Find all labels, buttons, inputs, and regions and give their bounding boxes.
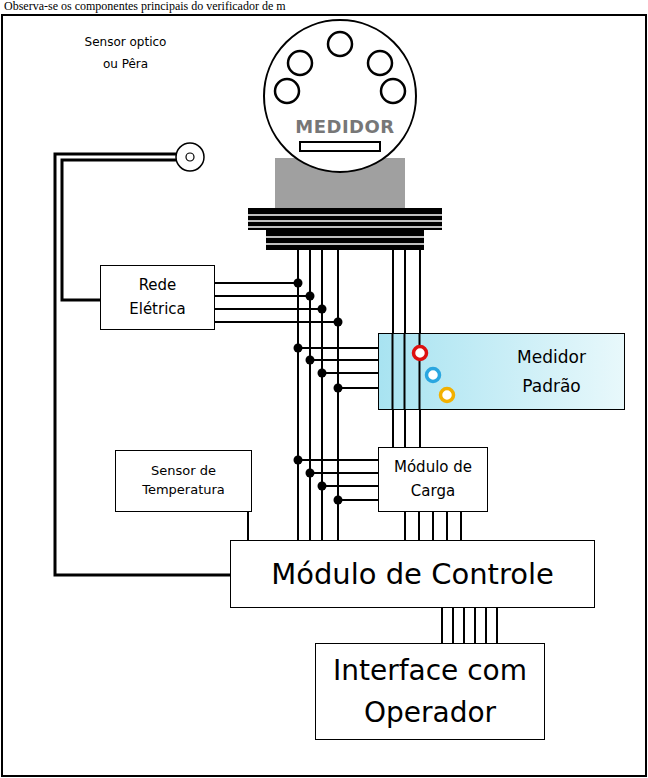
process-box: Rede Elétrica (100, 265, 215, 330)
wire (452, 608, 454, 643)
wire (338, 250, 378, 500)
box-fill (379, 334, 624, 409)
wire (432, 512, 434, 540)
wire (322, 250, 378, 486)
wire (392, 410, 394, 447)
wire (485, 608, 487, 643)
process-box: Módulo de Carga (378, 447, 488, 512)
box-label: Rede Elétrica (129, 274, 186, 321)
process-box: Sensor de Temperatura (115, 450, 252, 512)
meter-base-stripe (248, 243, 442, 245)
control-box: Módulo de Controle (230, 540, 595, 608)
wire-bundle (294, 250, 379, 505)
wire (310, 250, 378, 473)
wire (419, 250, 421, 333)
box-label: Interface com Operador (325, 650, 535, 734)
meter-slot (300, 142, 380, 151)
wire (309, 250, 311, 540)
meter-base-stripe (248, 226, 442, 228)
optical-sensor (176, 143, 204, 171)
wire (404, 410, 406, 447)
wire (496, 608, 498, 643)
wire (310, 250, 378, 360)
wire (474, 608, 476, 643)
meter-dial (288, 51, 312, 75)
wire (392, 250, 394, 333)
meter-base-stripe (248, 214, 442, 216)
wire-bundle (215, 250, 343, 327)
reference-meter-drawing (379, 334, 624, 409)
wire (215, 250, 298, 283)
wire (338, 250, 378, 388)
wire (337, 250, 339, 540)
wire (441, 608, 443, 643)
box-label: Sensor de Temperatura (136, 462, 231, 500)
meter-dial (368, 51, 392, 75)
wire (321, 250, 323, 540)
wire (419, 410, 421, 447)
meter-base (248, 208, 442, 230)
wire (418, 512, 420, 540)
meter-face (264, 20, 416, 172)
meter-brand: MEDIDOR (248, 116, 442, 139)
box-label: Módulo de Controle (271, 557, 554, 592)
wire (215, 250, 338, 322)
optical-sensor-lens (186, 153, 194, 161)
through-wire (392, 334, 394, 409)
wire (215, 250, 322, 309)
wire (297, 250, 299, 540)
meter-base (266, 230, 424, 250)
wire (446, 512, 448, 540)
meter-dial (328, 32, 352, 56)
terminal-red (414, 347, 427, 360)
wire (404, 250, 406, 333)
wire (215, 250, 310, 296)
box-label: Módulo de Carga (388, 456, 478, 503)
wire-bundle (393, 410, 420, 447)
wire (463, 608, 465, 643)
wire-bundle (442, 608, 497, 643)
interface-box: Interface com Operador (315, 643, 545, 740)
wire-bundle (298, 250, 338, 540)
wire-bundle (248, 512, 249, 540)
meter-illustration: MEDIDOR (248, 18, 442, 250)
meter-base-stripe (248, 236, 442, 238)
sensor-label: Sensor optico ou Pêra (78, 31, 173, 75)
meter-dial (275, 79, 299, 103)
terminal-yellow (441, 389, 454, 402)
outer-frame (2, 15, 646, 776)
caption-fragment: Observa-se os componentes principais do … (4, 0, 644, 13)
box-label: Medidor Padrão (517, 343, 586, 401)
wire (460, 512, 462, 540)
terminal-blue (427, 369, 440, 382)
through-wire (404, 334, 406, 409)
meter-base-stripe (248, 220, 442, 222)
wire (322, 250, 378, 373)
meter-dial (381, 79, 405, 103)
reference-meter-box: Medidor Padrão (378, 333, 625, 410)
wire-bundle (405, 512, 461, 540)
wire (247, 512, 249, 540)
wire (404, 512, 406, 540)
